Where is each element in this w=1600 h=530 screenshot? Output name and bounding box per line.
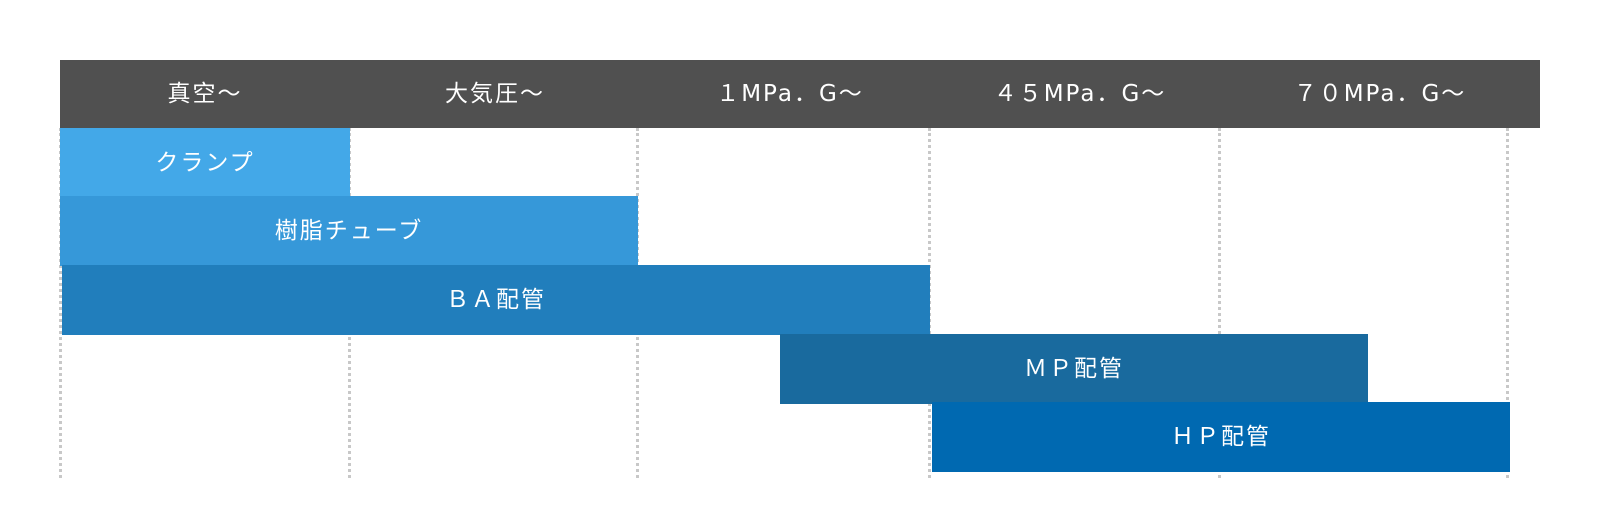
grid-line — [1218, 128, 1221, 478]
bar-resin-tube: 樹脂チューブ — [60, 196, 638, 266]
bar-mp-piping: ＭＰ配管 — [780, 334, 1368, 404]
grid-line — [59, 128, 62, 478]
header-45mpa: ４５MPa．G〜 — [993, 81, 1167, 107]
bar-ba-piping: ＢＡ配管 — [62, 265, 930, 335]
header-atmospheric: 大気圧〜 — [445, 81, 545, 107]
grid-line — [1506, 128, 1509, 478]
range-grid: クランプ 樹脂チューブ ＢＡ配管 ＭＰ配管 ＨＰ配管 — [59, 128, 1540, 478]
header-1mpa: １MPa．G〜 — [716, 81, 864, 107]
pressure-header-row: 真空〜 大気圧〜 １MPa．G〜 ４５MPa．G〜 ７０MPa．G〜 — [60, 60, 1540, 128]
bar-clamp: クランプ — [60, 128, 350, 198]
bar-hp-piping: ＨＰ配管 — [932, 402, 1510, 472]
header-70mpa: ７０MPa．G〜 — [1293, 81, 1467, 107]
header-vacuum: 真空〜 — [167, 81, 243, 107]
